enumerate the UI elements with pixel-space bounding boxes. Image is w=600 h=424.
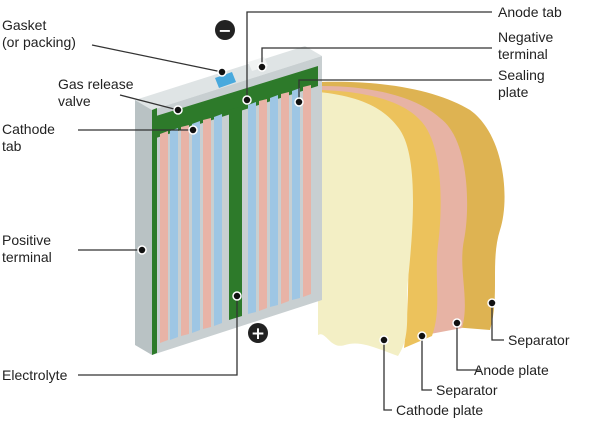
- battery-casing: [135, 46, 322, 355]
- gasket: [215, 72, 236, 88]
- label-anode-plate: Anode plate: [474, 362, 549, 378]
- negative-symbol: −: [215, 20, 235, 40]
- label-cathode-tab: Cathode tab: [2, 121, 59, 154]
- electrode-strips: [160, 85, 311, 343]
- leader-lines: [78, 11, 504, 411]
- label-negative-terminal: Negative terminal: [498, 29, 557, 62]
- label-anode-tab: Anode tab: [498, 4, 562, 20]
- leader-dots: [137, 62, 497, 345]
- label-cathode-plate: Cathode plate: [396, 402, 483, 418]
- sheet-cathode-plate: [318, 92, 413, 356]
- casing-left-face: [135, 100, 152, 355]
- label-electrolyte: Electrolyte: [2, 367, 68, 383]
- label-gas-release-valve: Gas release valve: [58, 76, 137, 109]
- label-positive-terminal: Positive terminal: [2, 232, 55, 265]
- label-gasket: Gasket (or packing): [2, 17, 76, 50]
- label-separator-inner: Separator: [436, 382, 498, 398]
- green-band: [156, 66, 318, 138]
- sheet-separator-inner: [322, 90, 441, 348]
- label-separator-outer: Separator: [508, 332, 570, 348]
- svg-text:−: −: [218, 21, 231, 40]
- label-sealing-plate: Sealing plate: [498, 67, 549, 100]
- unrolled-sheets: [318, 81, 505, 356]
- center-divider: [229, 106, 242, 320]
- positive-symbol: +: [248, 323, 268, 344]
- svg-text:+: +: [251, 324, 265, 344]
